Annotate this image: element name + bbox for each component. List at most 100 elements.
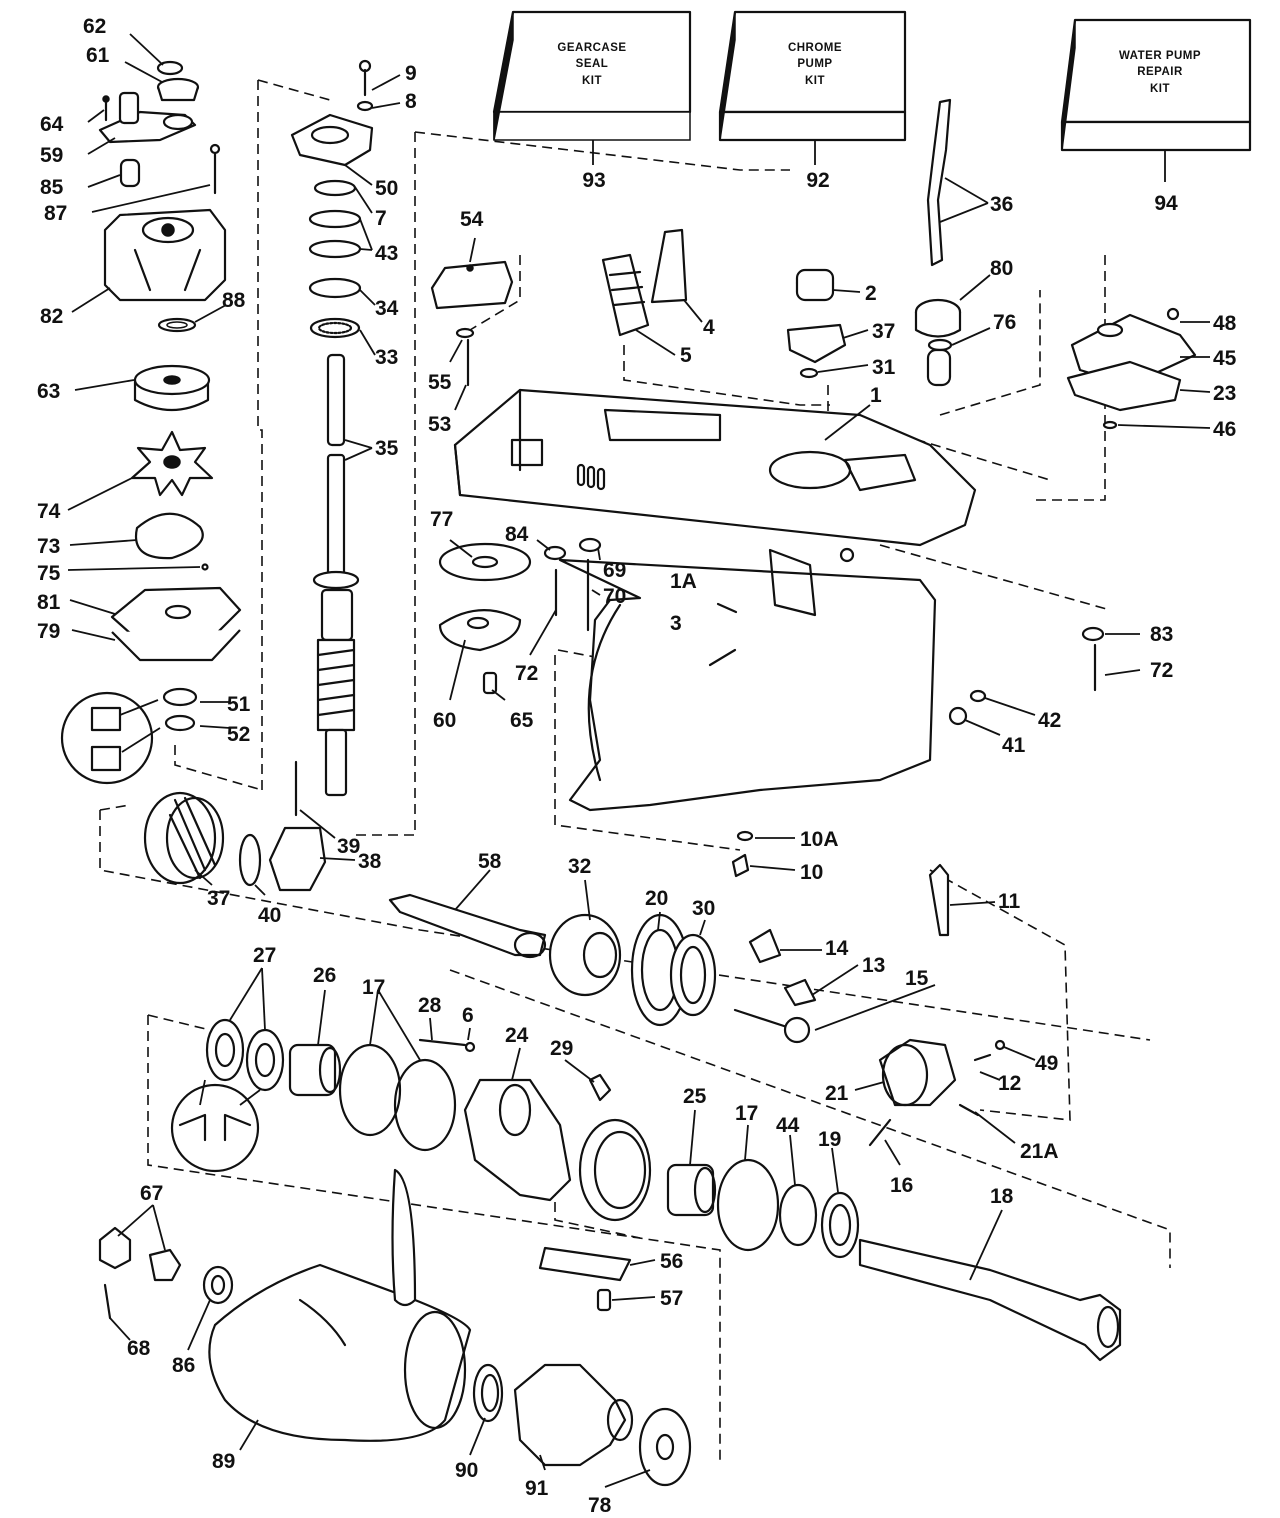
callout-84: 84: [505, 523, 529, 546]
water-pump-repair-kit-box: WATER PUMP REPAIR KIT 94: [1060, 18, 1252, 215]
callout-87: 87: [44, 202, 67, 225]
callout-40: 40: [258, 904, 281, 927]
callout-16: 16: [890, 1174, 913, 1197]
callout-62: 62: [83, 15, 106, 38]
callout-5: 5: [680, 344, 692, 367]
kit-92-line-3: KIT: [805, 75, 825, 87]
callout-55: 55: [428, 371, 452, 394]
callout-37: 37: [872, 320, 895, 343]
callout-38: 38: [358, 850, 382, 873]
callout-45: 45: [1213, 347, 1237, 370]
callout-35: 35: [375, 437, 399, 460]
callout-70: 70: [603, 585, 626, 608]
callout-17-b: 17: [735, 1102, 758, 1125]
chrome-pump-kit-box: CHROME PUMP KIT 92: [718, 10, 907, 192]
callout-labels: 62 61 64 59 85 87 82 88 63 74 73 75 81 7…: [37, 15, 1237, 1517]
callout-33: 33: [375, 346, 398, 369]
callout-76: 76: [993, 311, 1016, 334]
callout-80: 80: [990, 257, 1013, 280]
callout-72-b: 72: [1150, 659, 1173, 682]
callout-58: 58: [478, 850, 502, 873]
kit-94-line-3: KIT: [1150, 83, 1170, 95]
callout-7: 7: [375, 207, 387, 230]
callout-1A: 1A: [670, 570, 697, 593]
callout-34: 34: [375, 297, 399, 320]
callout-60: 60: [433, 709, 456, 732]
kit-94-line-1: WATER PUMP: [1119, 50, 1201, 62]
callout-41: 41: [1002, 734, 1026, 757]
callout-28: 28: [418, 994, 442, 1017]
callout-13: 13: [862, 954, 885, 977]
callout-2: 2: [865, 282, 877, 305]
callout-26: 26: [313, 964, 336, 987]
callout-86: 86: [172, 1354, 195, 1377]
callout-85: 85: [40, 176, 64, 199]
driveshaft-parts: [290, 59, 374, 817]
callout-6: 6: [462, 1004, 474, 1027]
lower-gear-train: [143, 791, 1006, 1147]
callout-82: 82: [40, 305, 63, 328]
callout-49: 49: [1035, 1052, 1058, 1075]
callout-15: 15: [905, 967, 929, 990]
callout-12: 12: [998, 1072, 1021, 1095]
assembly-dashed-lines: [99, 79, 1171, 1465]
callout-21: 21: [825, 1082, 849, 1105]
callout-10: 10: [800, 861, 823, 884]
leader-lines: [67, 33, 1211, 1488]
callout-78: 78: [588, 1494, 612, 1517]
callout-8: 8: [405, 90, 417, 113]
callout-72: 72: [515, 662, 538, 685]
bearing-housing-row: [170, 1018, 1122, 1362]
callout-67: 67: [140, 1182, 163, 1205]
gearcase-housing: [453, 388, 977, 812]
callout-44: 44: [776, 1114, 800, 1137]
callout-30: 30: [692, 897, 715, 920]
callout-24: 24: [505, 1024, 529, 1047]
callout-83: 83: [1150, 623, 1173, 646]
callout-74: 74: [37, 500, 61, 523]
middle-parts: [438, 537, 1105, 878]
kit-92-line-2: PUMP: [797, 58, 832, 70]
callout-25: 25: [683, 1085, 707, 1108]
kit-93-line-3: KIT: [582, 75, 602, 87]
callout-42: 42: [1038, 709, 1061, 732]
callout-31: 31: [872, 356, 896, 379]
callout-21A: 21A: [1020, 1140, 1059, 1163]
water-pump-parts: [60, 60, 242, 785]
callout-3: 3: [670, 612, 682, 635]
callout-48: 48: [1213, 312, 1237, 335]
callout-37-b: 37: [207, 887, 230, 910]
callout-43: 43: [375, 242, 398, 265]
callout-88: 88: [222, 289, 246, 312]
kit-93-line-1: GEARCASE: [557, 42, 626, 54]
callout-68: 68: [127, 1337, 151, 1360]
callout-63: 63: [37, 380, 60, 403]
callout-1: 1: [870, 384, 882, 407]
kit-92-line-1: CHROME: [788, 42, 842, 54]
callout-56: 56: [660, 1250, 683, 1273]
callout-59: 59: [40, 144, 63, 167]
callout-52: 52: [227, 723, 250, 746]
callout-65: 65: [510, 709, 534, 732]
callout-23: 23: [1213, 382, 1236, 405]
callout-57: 57: [660, 1287, 683, 1310]
propeller-group: [98, 1168, 692, 1487]
callout-64: 64: [40, 113, 64, 136]
callout-4: 4: [703, 316, 715, 339]
callout-94: 94: [1154, 192, 1178, 215]
callout-61: 61: [86, 44, 110, 67]
callout-90: 90: [455, 1459, 478, 1482]
callout-53: 53: [428, 413, 451, 436]
callout-10A: 10A: [800, 828, 839, 851]
kit-94-line-2: REPAIR: [1137, 66, 1183, 78]
upper-right-parts: [430, 98, 1197, 430]
callout-27: 27: [253, 944, 276, 967]
callout-39: 39: [337, 835, 360, 858]
callout-18: 18: [990, 1185, 1014, 1208]
callout-17: 17: [362, 976, 385, 999]
callout-51: 51: [227, 693, 251, 716]
gearcase-seal-kit-box: GEARCASE SEAL KIT 93: [492, 10, 692, 192]
callout-9: 9: [405, 62, 417, 85]
callout-69: 69: [603, 559, 626, 582]
